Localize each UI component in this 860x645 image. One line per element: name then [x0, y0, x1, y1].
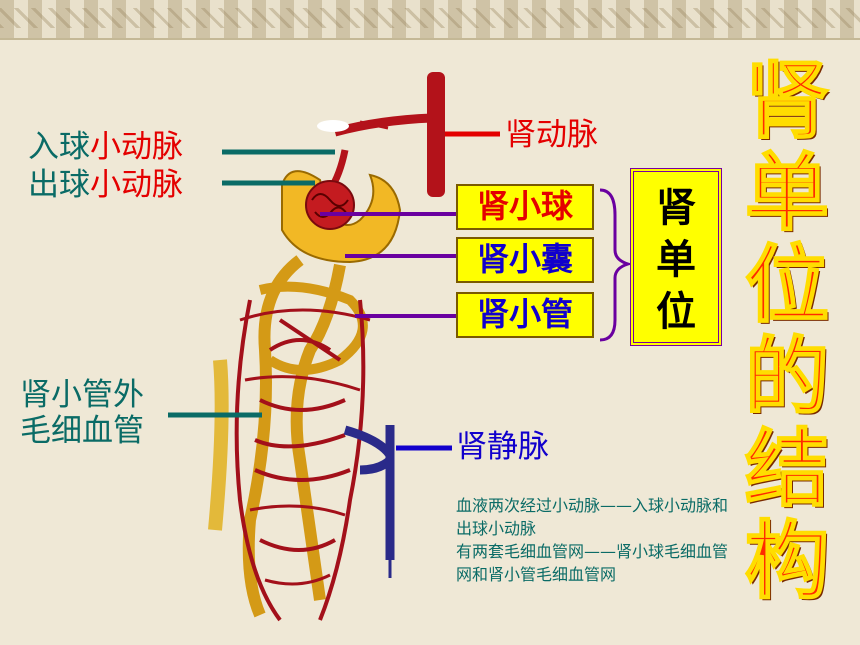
note-line-2: 有两套毛细血管网——肾小球毛细血管网和肾小管毛细血管网 — [456, 542, 729, 584]
afferent-main: 小动脉 — [90, 129, 183, 165]
afferent-prefix: 入球 — [28, 129, 90, 165]
efferent-arteriole-label: 出球小动脉 — [28, 168, 183, 202]
afferent-arteriole — [333, 113, 433, 137]
efferent-prefix: 出球 — [28, 167, 90, 203]
tubule-box: 肾小管 — [456, 292, 594, 338]
brace — [599, 188, 634, 342]
title-char-5: 结 — [744, 420, 830, 518]
peritubular-label-2: 毛细血管 — [20, 413, 144, 449]
title-char-6: 构 — [744, 512, 830, 610]
capsule-box: 肾小囊 — [456, 237, 594, 283]
renal-vein-label: 肾静脉 — [456, 429, 549, 465]
afferent-arteriole-label: 入球小动脉 — [28, 130, 183, 164]
title-char-3: 位 — [744, 236, 830, 334]
arrow — [359, 120, 389, 130]
decorative-border — [0, 0, 860, 40]
nephron-char-2: 单 — [656, 237, 696, 283]
peritubular-label-1: 肾小管外 — [20, 377, 144, 413]
glomerulus — [305, 180, 355, 230]
vertical-title: 肾 单 位 的 结 构 — [732, 52, 842, 610]
renal-vein-vessel — [343, 425, 395, 560]
nephron-char-1: 肾 — [656, 185, 696, 231]
title-char-2: 单 — [744, 144, 830, 242]
nephron-box: 肾 单 位 — [630, 168, 722, 346]
explanation-note: 血液两次经过小动脉——入球小动脉和出球小动脉 有两套毛细血管网——肾小球毛细血管… — [456, 494, 738, 586]
title-char-4: 的 — [744, 328, 830, 426]
renal-artery-label: 肾动脉 — [505, 117, 598, 153]
efferent-main: 小动脉 — [90, 167, 183, 203]
renal-artery-vessel — [427, 72, 445, 197]
note-line-1: 血液两次经过小动脉——入球小动脉和出球小动脉 — [456, 496, 729, 538]
tubule-capillary-network — [208, 255, 371, 622]
nephron-char-3: 位 — [656, 289, 696, 335]
glomerulus-box: 肾小球 — [456, 184, 594, 230]
title-char-1: 肾 — [744, 52, 830, 150]
white-vessel-tip — [317, 120, 349, 132]
